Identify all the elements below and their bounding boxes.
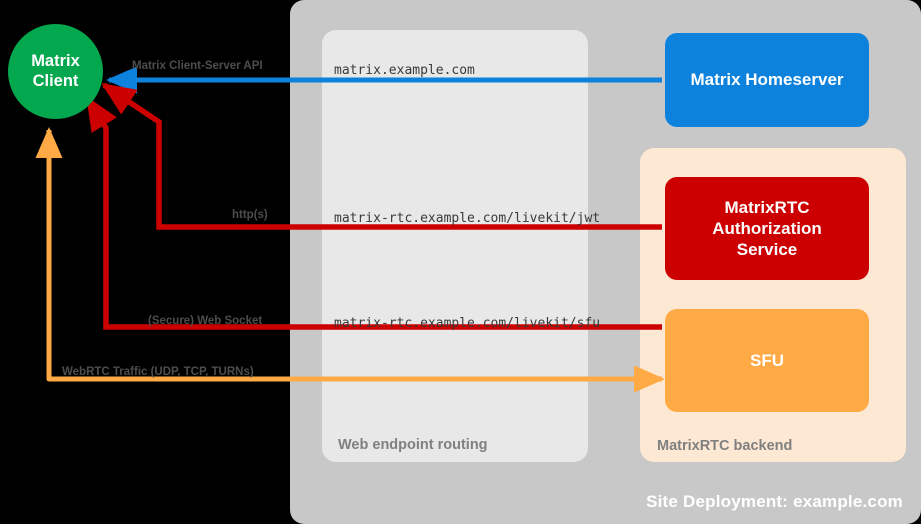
label-client-server-api: Matrix Client-Server API	[132, 60, 263, 72]
label-secure-web-socket: (Secure) Web Socket	[148, 315, 263, 327]
auth-service-label-line3: Service	[736, 240, 798, 260]
matrix-homeserver-label: Matrix Homeserver	[690, 70, 844, 90]
endpoint-matrix-example-com: matrix.example.com	[334, 63, 475, 78]
node-matrix-client[interactable]: Matrix Client	[8, 24, 103, 119]
matrixrtc-backend-label: MatrixRTC backend	[657, 438, 793, 454]
sfu-label: SFU	[750, 350, 784, 370]
node-sfu[interactable]: SFU	[665, 309, 869, 412]
matrix-client-label-line1: Matrix	[31, 52, 80, 71]
endpoint-livekit-jwt: matrix-rtc.example.com/livekit/jwt	[334, 211, 601, 226]
node-matrixrtc-authorization-service[interactable]: MatrixRTC Authorization Service	[665, 177, 869, 280]
label-webrtc-traffic: WebRTC Traffic (UDP, TCP, TURNs)	[62, 366, 254, 378]
web-endpoint-routing-label: Web endpoint routing	[338, 437, 488, 453]
web-endpoint-routing-panel	[322, 30, 588, 462]
endpoint-livekit-sfu: matrix-rtc.example.com/livekit/sfu	[334, 316, 601, 331]
matrix-client-label-line2: Client	[32, 71, 79, 90]
auth-service-label-line1: MatrixRTC	[724, 197, 810, 217]
node-matrix-homeserver[interactable]: Matrix Homeserver	[665, 33, 869, 127]
label-http-s: http(s)	[232, 209, 268, 221]
site-deployment-label: Site Deployment: example.com	[646, 492, 903, 511]
auth-service-label-line2: Authorization	[712, 218, 822, 238]
